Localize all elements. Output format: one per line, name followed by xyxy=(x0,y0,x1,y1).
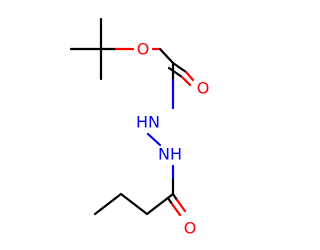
atom-carbonyl-oxygen-bottom: O xyxy=(184,219,197,238)
bond-carbamate-co-1-black xyxy=(171,61,188,74)
bond-amide-co-1-black xyxy=(171,192,179,202)
atom-nh-lower: NH xyxy=(158,145,182,164)
bond-carbamate-co-1-red xyxy=(184,70,195,82)
bond-amide-ch2 xyxy=(145,192,175,216)
structure-drawing: O O HN NH O xyxy=(69,17,210,238)
molecule-diagram: O O HN NH O xyxy=(69,17,210,238)
bond-ch2-ch2 xyxy=(119,192,149,216)
bond-o-carbamate-black xyxy=(158,47,175,65)
atom-nh-upper: HN xyxy=(136,113,160,132)
bond-n-n xyxy=(146,132,162,147)
bond-amide-co-2-black xyxy=(166,196,174,206)
atom-ester-oxygen: O xyxy=(137,40,150,59)
bond-carbamate-co-2-black xyxy=(167,66,184,79)
bond-amide-co-1-red xyxy=(175,198,187,213)
bond-carbamate-co-2-red xyxy=(180,75,192,87)
atom-carbonyl-oxygen-top: O xyxy=(197,79,210,98)
bond-ch2-ch3 xyxy=(93,192,123,216)
bond-amide-co-2-red xyxy=(170,202,182,217)
